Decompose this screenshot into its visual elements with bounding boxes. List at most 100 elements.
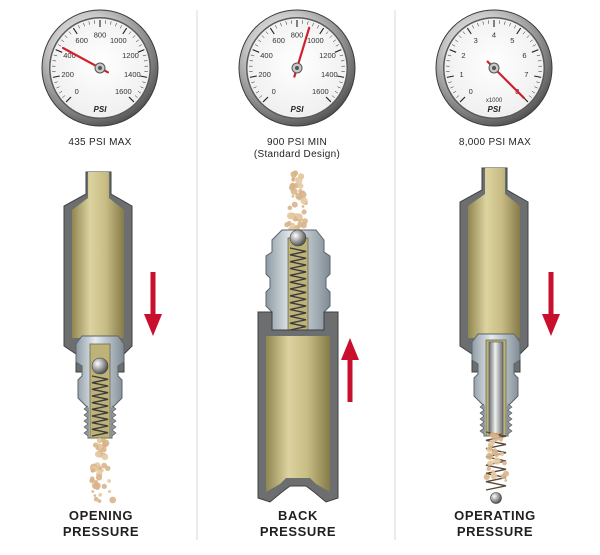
title-line: PRESSURE [198, 524, 398, 540]
gauge-tick-label: 1000 [307, 36, 324, 45]
grease-particle [298, 189, 302, 193]
grease-particle [302, 205, 305, 208]
grease-particle [95, 451, 101, 457]
flow-arrow-head [144, 314, 162, 336]
threads [84, 406, 88, 436]
grease-particle [102, 453, 109, 460]
title-line: OPENING [1, 508, 201, 524]
grease-particle [489, 460, 494, 465]
gauge-tick-label: 7 [524, 70, 528, 79]
grease-particle [90, 476, 95, 481]
gauge-tick-label: 600 [75, 36, 88, 45]
gauge-multiplier: x1000 [486, 98, 503, 104]
gauge-tick-label: 6 [522, 51, 526, 60]
threads [480, 404, 484, 434]
gauge-hub-center [492, 66, 496, 70]
grease-particle [302, 209, 307, 214]
check-pin [489, 342, 503, 434]
gauge-tick-label: 1200 [122, 51, 139, 60]
grease-particle [492, 449, 498, 455]
gauge-tick-label: 0 [272, 87, 276, 96]
grease-particle [102, 484, 107, 489]
check-ball [92, 358, 108, 374]
gauge-tick-label: 1400 [124, 70, 141, 79]
cylinder-body [266, 336, 330, 492]
grease-particle [94, 497, 99, 502]
caption-line: (Standard Design) [197, 149, 397, 161]
panel-3-title: OPERATING PRESSURE [395, 508, 595, 540]
gauge-tick-label: 0 [469, 87, 473, 96]
grease-particle [104, 443, 108, 447]
fittings-layer [64, 168, 560, 504]
grease-particle [503, 471, 509, 477]
grease-particle [292, 202, 298, 208]
gauge-tick-label: 1400 [321, 70, 338, 79]
grease-particle [93, 494, 96, 497]
grease-particle [94, 482, 101, 489]
flow-arrow-shaft [151, 272, 156, 314]
gauge-tick-label: 200 [258, 70, 271, 79]
grease-particle [499, 452, 504, 457]
grease-particle [488, 446, 492, 450]
pressure-gauge: 012345678x1000PSI [436, 10, 552, 126]
gauge-hub-center [295, 66, 299, 70]
title-line: PRESSURE [395, 524, 595, 540]
grease-particle [493, 457, 500, 464]
grease-particle [109, 497, 116, 504]
gauge-tick-label: 1600 [312, 87, 329, 96]
grease-particle [98, 466, 102, 470]
gauge-tick-label: 1 [460, 70, 464, 79]
grease-particle [93, 442, 98, 447]
panel-1-title: OPENING PRESSURE [1, 508, 201, 540]
check-ball [290, 230, 306, 246]
grease-particle [302, 191, 305, 194]
title-line: OPERATING [395, 508, 595, 524]
grease-particle [291, 178, 295, 182]
grease-particle [288, 206, 293, 211]
grease-particle [96, 447, 99, 450]
grease-fitting-back [258, 170, 359, 502]
grease-particle [108, 490, 111, 493]
title-line: BACK [198, 508, 398, 524]
grease-particle [107, 479, 111, 483]
grease-particle [491, 473, 495, 477]
grease-particle [484, 474, 490, 480]
gauge-unit: PSI [94, 105, 108, 114]
grease-particle [91, 468, 95, 472]
threads [112, 406, 116, 436]
grease-particle [293, 170, 298, 175]
gauge-tick-label: 600 [272, 36, 285, 45]
gauge-tick-label: 1600 [115, 87, 132, 96]
grease-particle [101, 438, 106, 443]
grease-particle [96, 474, 102, 480]
gauge-tick-label: 800 [291, 31, 304, 40]
grease-fitting-operating [460, 168, 560, 504]
flow-arrow-head [542, 314, 560, 336]
panel-1-caption: 435 PSI MAX [0, 137, 200, 149]
gauge-hub-center [98, 66, 102, 70]
flow-arrow-shaft [549, 272, 554, 314]
grease-particle [504, 479, 507, 482]
panel-2-caption: 900 PSI MIN (Standard Design) [197, 137, 397, 161]
flow-arrow-shaft [348, 360, 353, 402]
grease-particle [301, 197, 308, 204]
grease-particle [98, 444, 103, 449]
gauge-tick-label: 3 [474, 36, 478, 45]
gauge-tick-label: 1200 [319, 51, 336, 60]
gauge-tick-label: 5 [510, 36, 514, 45]
gauge-tick-label: 0 [75, 87, 79, 96]
grease-particle [502, 461, 507, 466]
grease-particle [91, 490, 94, 493]
grease-particle [298, 183, 304, 189]
grease-particle [291, 188, 298, 195]
grease-particle [288, 213, 295, 220]
gauge-tick-label: 400 [260, 51, 273, 60]
flow-arrow-head [341, 338, 359, 360]
grease-particle [296, 213, 302, 219]
gauge-tick-label: 1000 [110, 36, 127, 45]
gauge-tick-label: 200 [61, 70, 74, 79]
gauges-layer: 02004006008001000120014001600PSI02004006… [42, 10, 552, 126]
gauge-unit: PSI [291, 105, 305, 114]
